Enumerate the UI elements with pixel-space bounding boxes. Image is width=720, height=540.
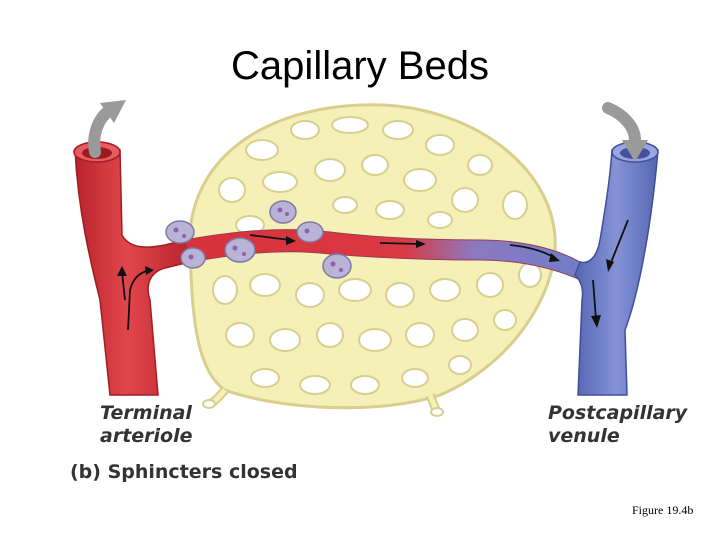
terminal-arteriole-label-line1: Terminal (100, 402, 192, 424)
sphincter-2 (180, 247, 206, 269)
sphincter-5 (296, 221, 324, 243)
terminal-arteriole-label: Terminal arteriole (100, 402, 230, 448)
sphincter-1 (165, 220, 195, 244)
precapillary-sphincters (165, 200, 352, 279)
outflow-arrow-icon (602, 102, 648, 162)
postcapillary-venule-label: Postcapillary venule (548, 402, 698, 448)
sphincter-6 (322, 253, 352, 279)
postcapillary-venule-label-line1: Postcapillary (548, 402, 688, 424)
figure-reference: Figure 19.4b (632, 503, 694, 517)
postcapillary-venule (574, 141, 659, 396)
sphincter-3 (224, 237, 256, 263)
terminal-arteriole (73, 141, 191, 396)
diagram-caption: (b) Sphincters closed (70, 461, 298, 483)
postcapillary-venule-label-line2: venule (548, 425, 620, 447)
sphincter-4 (269, 200, 297, 224)
inflow-arrow-icon (88, 100, 126, 158)
terminal-arteriole-label-line2: arteriole (100, 425, 193, 447)
slide-title: Capillary Beds (231, 44, 489, 88)
